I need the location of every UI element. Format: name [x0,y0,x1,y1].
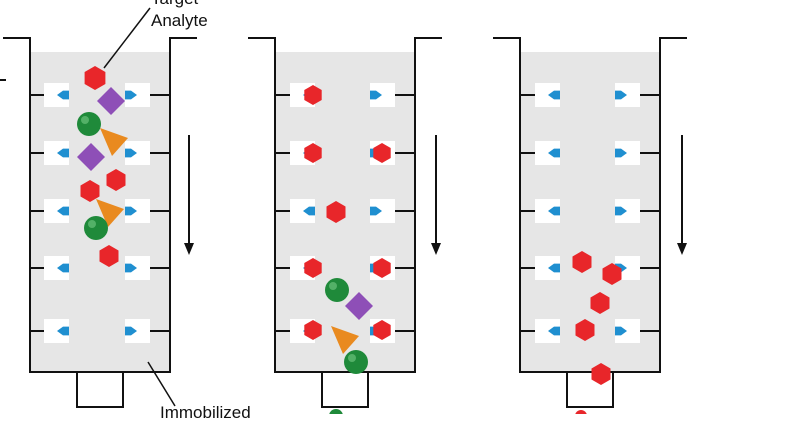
c-shaped-receptor-icon-pocket [615,83,640,107]
green-sphere-icon [84,216,108,240]
target-label-line1: Target [151,0,198,8]
orange-triangle-icon [100,128,128,156]
orange-triangle-icon [96,199,124,227]
column-outlet [76,372,124,408]
c-shaped-receptor-icon-pocket [615,199,640,223]
c-shaped-receptor-icon-pocket [615,141,640,165]
column-outlet [321,372,369,408]
c-shaped-receptor-icon-pocket [615,319,640,343]
target-label-line2: Analyte [151,11,208,30]
red-hexagon-icon [304,85,322,105]
red-hexagon-icon [304,143,322,163]
c-shaped-receptor-icon-pocket [535,199,560,223]
column-3 [493,37,687,408]
c-shaped-receptor-icon-pocket [125,83,150,107]
column-outlet [566,372,614,408]
red-hexagon-icon [106,169,126,191]
c-shaped-receptor-icon-pocket [44,256,69,280]
red-hexagon-icon [591,363,611,385]
green-sphere-icon-highlight [88,220,96,228]
red-hexagon-icon [80,180,100,202]
c-shaped-receptor-icon-pocket [125,319,150,343]
red-hexagon-icon [575,319,595,341]
column-wall [3,37,197,373]
red-hexagon-icon [84,66,106,90]
green-sphere-icon-partial [329,409,343,422]
c-shaped-receptor-icon-pocket [290,199,315,223]
red-hexagon-icon [602,263,622,285]
down-arrow-icon [184,243,194,255]
c-shaped-receptor-icon-pocket [535,141,560,165]
immobilized-label-pointer [147,361,176,407]
purple-diamond-icon [77,143,105,171]
purple-diamond-icon [345,292,373,320]
c-shaped-receptor-icon-pocket [125,256,150,280]
c-shaped-receptor-icon-pocket [44,319,69,343]
c-shaped-receptor-icon-pocket [44,199,69,223]
target-label-pointer [103,7,151,69]
red-hexagon-icon [304,320,322,340]
red-hexagon-icon [304,258,322,278]
green-sphere-icon-highlight [329,282,337,290]
down-arrow-icon [431,243,441,255]
c-shaped-receptor-icon-pocket [535,319,560,343]
red-hexagon-icon [373,143,391,163]
green-sphere-icon [77,112,101,136]
column-wall [493,37,687,373]
green-sphere-icon-highlight [81,116,89,124]
orange-triangle-icon [331,326,359,354]
red-hexagon-icon [373,320,391,340]
red-hexagon-icon [572,251,592,273]
column-wall [248,37,442,373]
green-sphere-icon [325,278,349,302]
down-arrow-icon [677,243,687,255]
c-shaped-receptor-icon-pocket [125,141,150,165]
red-hexagon-icon [326,201,346,223]
column-1 [3,37,197,408]
c-shaped-receptor-icon-pocket [370,199,395,223]
immobilized-label: Immobilized [160,403,251,422]
c-shaped-receptor-icon-pocket [44,141,69,165]
green-sphere-icon [344,350,368,374]
purple-diamond-icon [97,87,125,115]
red-hexagon-icon-partial [575,410,587,422]
c-shaped-receptor-icon-pocket [125,199,150,223]
c-shaped-receptor-icon-pocket [370,83,395,107]
c-shaped-receptor-icon-pocket [44,83,69,107]
red-hexagon-icon [373,258,391,278]
c-shaped-receptor-icon-pocket [535,256,560,280]
red-hexagon-icon [590,292,610,314]
red-hexagon-icon [99,245,119,267]
green-sphere-icon-highlight [348,354,356,362]
c-shaped-receptor-icon-pocket [535,83,560,107]
